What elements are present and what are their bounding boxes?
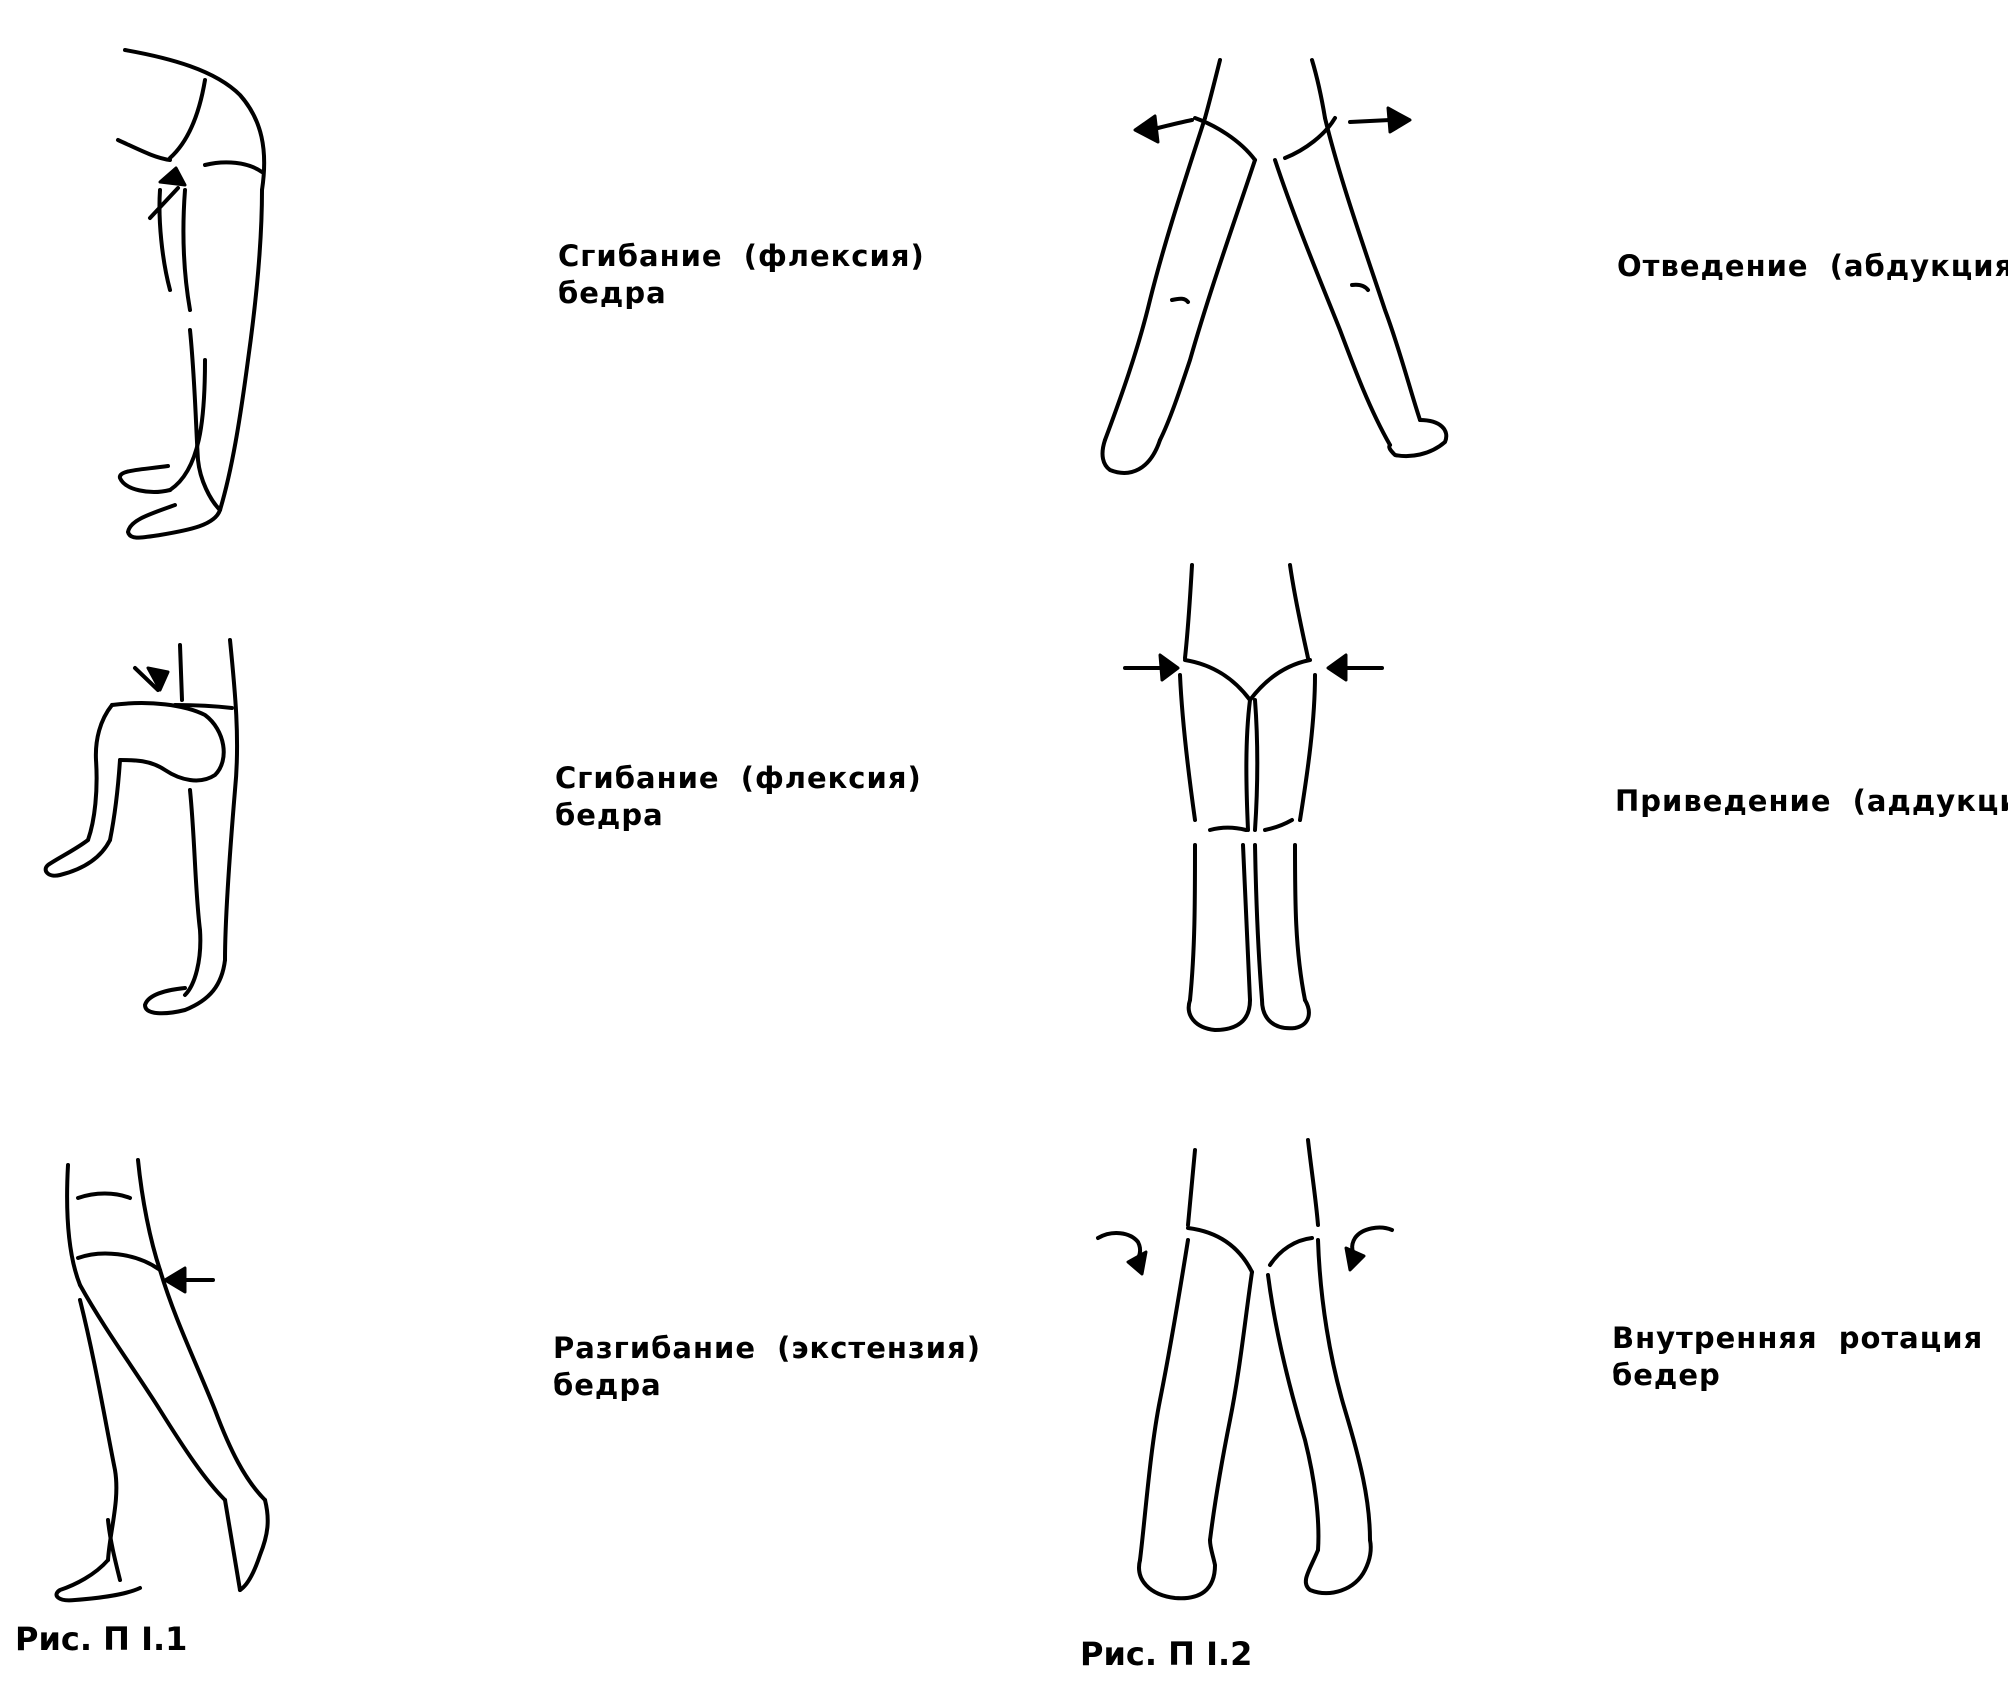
figure-caption-2: Рис. П I.2 <box>1080 1635 1253 1673</box>
label-hip-extension: Разгибание (экстензия) бедра <box>553 1330 981 1404</box>
figure-caption-1: Рис. П I.1 <box>15 1620 188 1658</box>
label-line: Внутренняя ротация <box>1612 1321 1984 1355</box>
label-hip-flexion-standing: Сгибание (флексия) бедра <box>558 238 925 312</box>
label-line: Приведение (аддукция) <box>1615 784 2008 818</box>
figure-hip-extension <box>54 1158 270 1603</box>
figure-hip-abduction <box>1100 58 1449 475</box>
label-line: Разгибание (экстензия) <box>553 1331 981 1365</box>
label-line: Сгибание (флексия) <box>555 761 922 795</box>
label-hip-adduction: Приведение (аддукция) <box>1615 783 2008 820</box>
label-hip-abduction: Отведение (абдукция) <box>1617 248 2008 285</box>
figure-hip-flexion-knee-raised <box>43 638 240 1016</box>
label-line: Отведение (абдукция) <box>1617 249 2008 283</box>
label-hip-flexion-knee-raised: Сгибание (флексия) бедра <box>555 760 922 834</box>
figure-hip-adduction <box>1123 563 1384 1032</box>
label-line: бедра <box>558 276 667 310</box>
label-line: бедра <box>555 798 664 832</box>
figure-hip-flexion-standing <box>116 48 267 540</box>
label-line: Сгибание (флексия) <box>558 239 925 273</box>
label-line: бедра <box>553 1368 662 1402</box>
label-hip-internal-rotation: Внутренняя ротация бедер <box>1612 1320 1983 1394</box>
label-line: бедер <box>1612 1358 1721 1392</box>
figure-hip-internal-rotation <box>1096 1138 1394 1601</box>
